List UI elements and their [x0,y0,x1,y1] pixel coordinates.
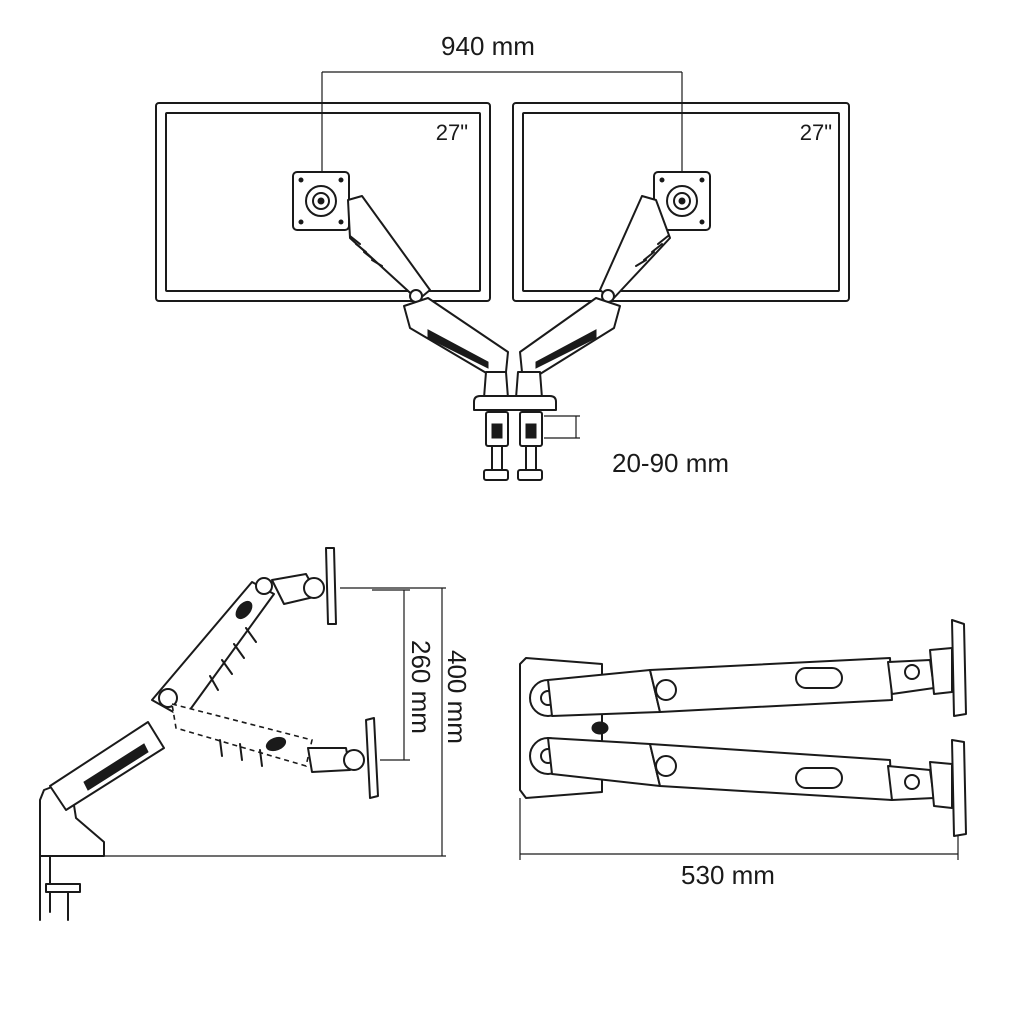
top-arm-upper [529,619,967,717]
top-view: 530 mm [519,619,967,890]
clamp-dimension: 20-90 mm [544,415,729,478]
right-vesa-plate [653,171,711,231]
left-vesa-plate [292,171,350,231]
front-lower-arms [403,297,621,375]
left-monitor-size: 27" [436,120,468,145]
front-view: 940 mm 27" [155,31,850,481]
front-base [473,371,557,481]
lift-dimension: 260 mm [372,589,436,761]
clamp-range-label: 20-90 mm [612,448,729,478]
reach-dimension: 530 mm [519,798,959,890]
width-label: 940 mm [441,31,535,61]
right-monitor: 27" [512,102,850,303]
top-arm-lower [529,737,967,837]
reach-label: 530 mm [681,860,775,890]
left-monitor: 27" [155,102,491,303]
height-dimension: 400 mm [104,587,472,857]
max-height-label: 400 mm [442,650,472,744]
lift-range-label: 260 mm [406,640,436,734]
right-monitor-size: 27" [800,120,832,145]
width-dimension: 940 mm [321,31,683,190]
side-view: 260 mm 400 mm [39,547,472,921]
